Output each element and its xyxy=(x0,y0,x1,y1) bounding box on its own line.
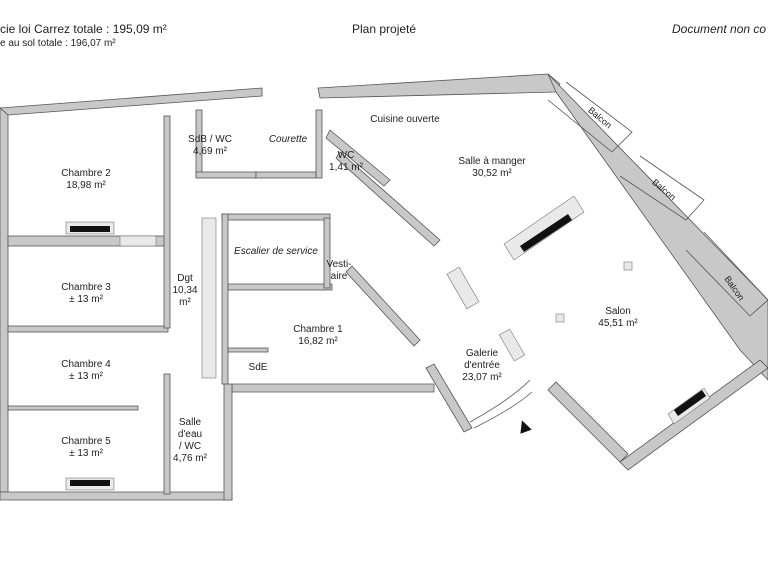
room-salle-manger-area: 30,52 m² xyxy=(472,168,512,179)
room-chambre3-name: Chambre 3 xyxy=(61,282,111,293)
room-salon-area: 45,51 m² xyxy=(598,318,638,329)
room-galerie-area: 23,07 m² xyxy=(462,372,502,383)
interior-walls xyxy=(7,109,441,495)
room-wc-name: WC xyxy=(338,150,355,161)
room-sdb-wc-name: SdB / WC xyxy=(188,134,232,145)
room-salle-eau-line3: / WC xyxy=(179,441,201,452)
fixtures xyxy=(65,195,711,491)
room-sdb-wc-area: 4,69 m² xyxy=(193,146,228,157)
room-chambre1-name: Chambre 1 xyxy=(293,324,343,335)
room-salle-manger-name: Salle à manger xyxy=(458,156,526,167)
room-dgt-area1: 10,34 xyxy=(172,285,197,296)
room-chambre5-name: Chambre 5 xyxy=(61,436,111,447)
room-wc-area: 1,41 m² xyxy=(329,162,364,173)
room-cuisine-name: Cuisine ouverte xyxy=(370,114,440,125)
room-chambre5-area: ± 13 m² xyxy=(69,448,103,459)
room-labels: Chambre 2 18,98 m² SdB / WC 4,69 m² Cour… xyxy=(61,105,746,464)
room-chambre1-area: 16,82 m² xyxy=(298,336,338,347)
balconies xyxy=(547,81,768,317)
room-escalier-name: Escalier de service xyxy=(234,246,318,257)
room-salle-eau-line2: d'eau xyxy=(178,429,202,440)
room-chambre4-name: Chambre 4 xyxy=(61,359,111,370)
outer-walls xyxy=(0,73,768,501)
room-chambre2-area: 18,98 m² xyxy=(66,180,106,191)
room-vestiaire-line2: aire xyxy=(331,271,348,282)
disclaimer: Document non co xyxy=(672,22,767,36)
room-chambre2-name: Chambre 2 xyxy=(61,168,111,179)
room-chambre3-area: ± 13 m² xyxy=(69,294,103,305)
room-sde-name: SdE xyxy=(249,362,268,373)
carrez-total: cie loi Carrez totale : 195,09 m² xyxy=(0,22,167,36)
room-salle-eau-area: 4,76 m² xyxy=(173,453,208,464)
room-courette-name: Courette xyxy=(269,134,308,145)
plan-title: Plan projeté xyxy=(352,22,417,36)
room-dgt-area2: m² xyxy=(179,297,191,308)
sol-total: e au sol totale : 196,07 m² xyxy=(0,38,116,49)
room-salon-name: Salon xyxy=(605,306,631,317)
room-galerie-line2: d'entrée xyxy=(464,360,500,371)
room-salle-eau-line1: Salle xyxy=(179,417,202,428)
room-vestiaire-line1: Vesti- xyxy=(326,259,351,270)
room-dgt-name: Dgt xyxy=(177,273,193,284)
room-chambre4-area: ± 13 m² xyxy=(69,371,103,382)
room-galerie-line1: Galerie xyxy=(466,348,499,359)
